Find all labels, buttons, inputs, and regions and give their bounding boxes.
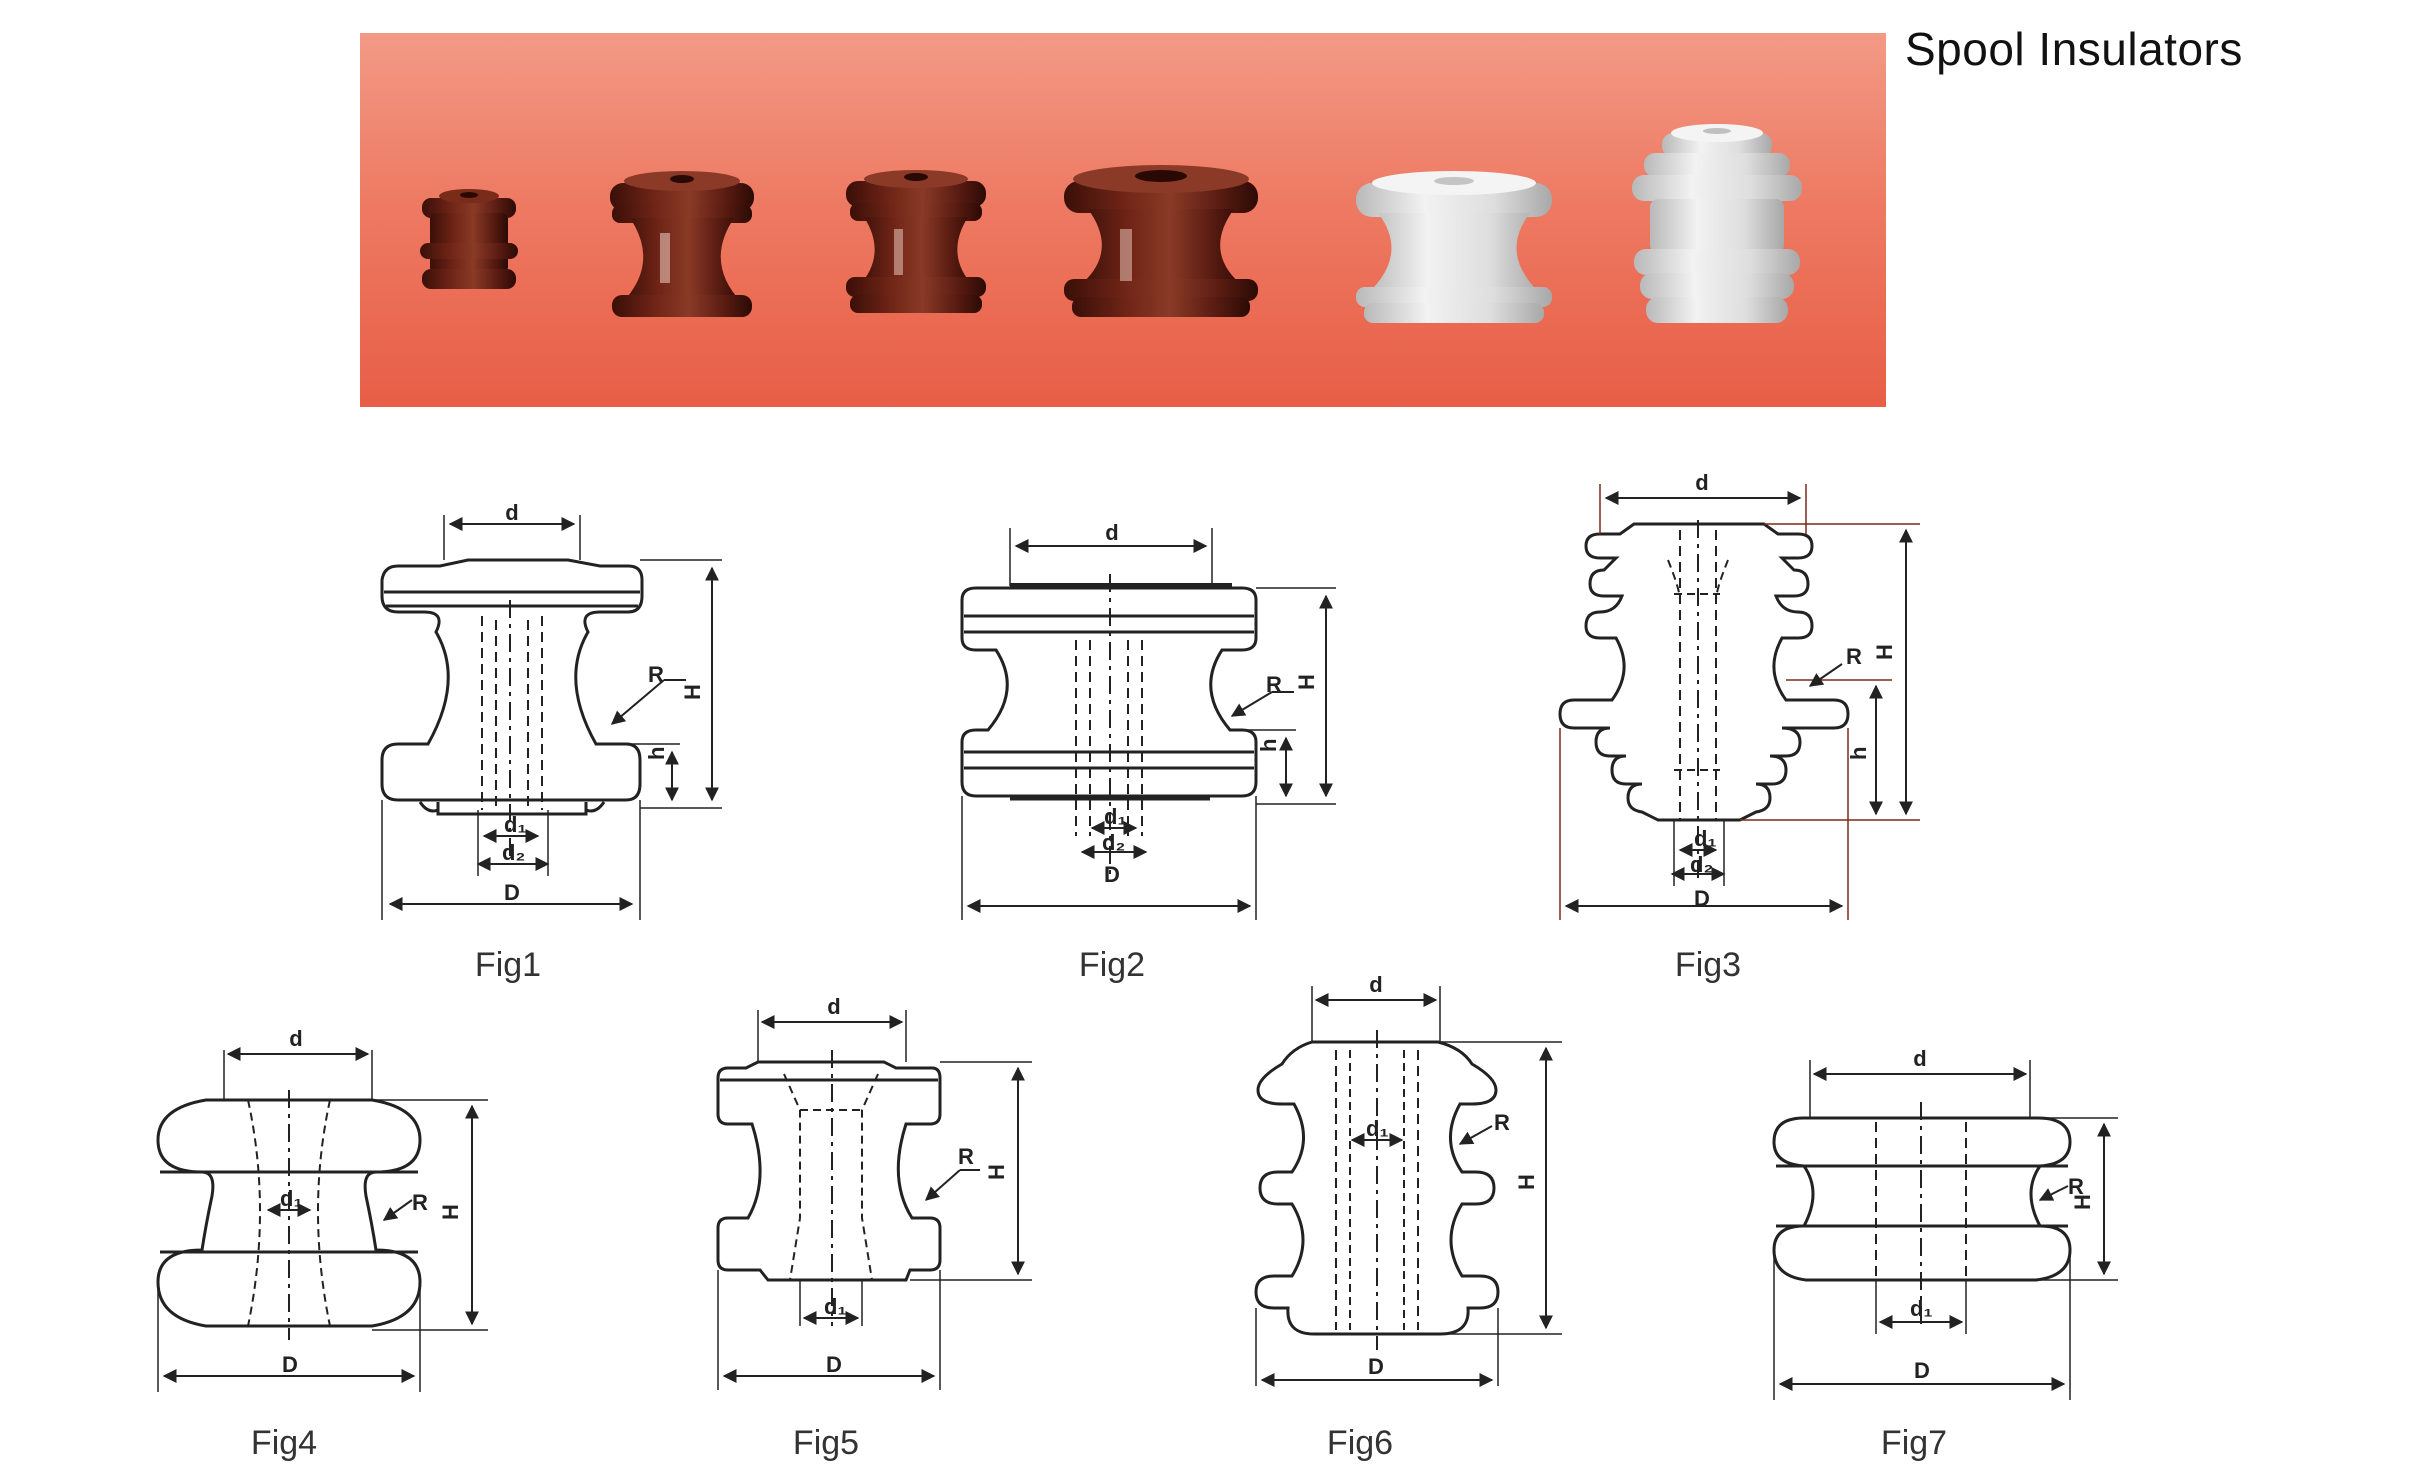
fig2-label-R: R: [1266, 672, 1282, 697]
fig3-drawing: [1558, 484, 1920, 920]
fig6-drawing: [1254, 986, 1562, 1387]
fig7-label-d: d: [1913, 1046, 1926, 1071]
fig4-label-d: d: [289, 1026, 302, 1051]
fig2-label-h: h: [1256, 739, 1281, 752]
fig7-caption: Fig7: [1880, 1424, 1948, 1462]
fig1-label-d1: d₁: [504, 812, 527, 837]
fig3-caption: Fig3: [1674, 946, 1742, 984]
fig4-label-D: D: [282, 1352, 298, 1377]
fig4-label-R: R: [412, 1190, 428, 1215]
fig5-label-d: d: [827, 994, 840, 1019]
fig5-label-d1: d₁: [824, 1294, 847, 1319]
fig7-label-R: R: [2068, 1174, 2084, 1199]
fig4-drawing: [156, 1047, 488, 1392]
fig1-label-H: H: [680, 684, 705, 700]
fig7-label-d1: d₁: [1910, 1296, 1933, 1321]
fig6-label-H: H: [1514, 1174, 1539, 1190]
fig3-label-h: h: [1846, 747, 1871, 760]
fig2-label-d1: d₁: [1104, 804, 1127, 829]
fig1-drawing: [380, 515, 722, 920]
brown-spool-3-photo: [846, 170, 986, 313]
fig7-drawing: [1772, 1060, 2118, 1400]
fig3-label-R: R: [1846, 644, 1862, 669]
brown-spool-2-photo: [610, 171, 754, 317]
fig7-label-H: H: [2070, 1194, 2095, 1210]
fig5-drawing: [716, 1010, 1032, 1390]
fig6-label-d1: d₁: [1366, 1116, 1389, 1141]
fig4-label-H: H: [438, 1204, 463, 1220]
product-photo-banner: [360, 33, 1886, 407]
fig2-label-d: d: [1105, 520, 1118, 545]
white-spool-5-photo: [1356, 171, 1552, 323]
fig2-label-d2: d₂: [1102, 830, 1125, 855]
fig4-label-d1: d₁: [280, 1186, 303, 1211]
fig6-caption: Fig6: [1326, 1424, 1394, 1462]
fig2-caption: Fig2: [1078, 946, 1146, 984]
fig2-label-D: D: [1104, 862, 1120, 887]
fig5-label-D: D: [826, 1352, 842, 1377]
fig3-label-d: d: [1695, 470, 1708, 495]
fig6-label-d: d: [1369, 972, 1382, 997]
fig1-label-h: h: [644, 747, 669, 760]
page-title: Spool Insulators: [1905, 23, 2243, 75]
fig5-label-H: H: [984, 1164, 1009, 1180]
fig3-label-d1: d₁: [1694, 826, 1717, 851]
brown-spool-1-photo: [420, 189, 518, 289]
fig1-label-R: R: [648, 662, 664, 687]
fig1-label-d2: d₂: [502, 840, 525, 865]
white-spool-6-photo: [1632, 124, 1802, 323]
fig3-label-d2: d₂: [1690, 852, 1713, 877]
fig1-caption: Fig1: [474, 946, 542, 984]
fig2-label-H: H: [1294, 674, 1319, 690]
fig5-caption: Fig5: [792, 1424, 860, 1462]
fig1-label-D: D: [504, 880, 520, 905]
fig2-drawing: [960, 528, 1336, 920]
fig6-label-D: D: [1368, 1354, 1384, 1379]
fig5-label-R: R: [958, 1144, 974, 1169]
fig4-caption: Fig4: [250, 1424, 318, 1462]
fig6-label-R: R: [1494, 1110, 1510, 1135]
fig3-label-H: H: [1872, 644, 1897, 660]
fig1-label-d: d: [505, 500, 518, 525]
fig7-label-D: D: [1914, 1358, 1930, 1383]
brown-spool-4-photo: [1064, 165, 1258, 317]
fig3-label-D: D: [1694, 886, 1710, 911]
